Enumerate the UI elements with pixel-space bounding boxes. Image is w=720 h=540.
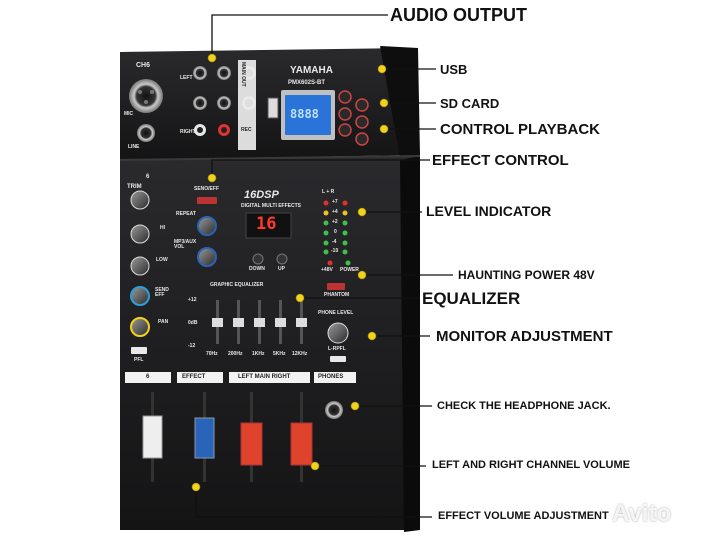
phones-label-strip bbox=[314, 372, 356, 383]
jack-label-strip bbox=[238, 60, 256, 150]
callout-level-indicator: LEVEL INDICATOR bbox=[426, 203, 552, 219]
dsp-up-button bbox=[276, 253, 288, 265]
main-out-label: MAIN OUT bbox=[240, 62, 246, 87]
level-step: 0 bbox=[334, 229, 337, 235]
level-leds bbox=[323, 200, 351, 266]
low-label: LOW bbox=[156, 257, 168, 263]
channel-knobs bbox=[130, 190, 150, 337]
left-main-right-label: LEFT MAIN RIGHT bbox=[238, 374, 291, 380]
mp3-aux-vol-label: MP3/AUX VOL bbox=[174, 239, 197, 250]
hi-label: HI bbox=[160, 225, 165, 231]
eq-band: 70Hz bbox=[206, 351, 218, 357]
ch-number-top: 6 bbox=[146, 174, 150, 180]
dsp-title: 16DSP bbox=[244, 189, 279, 201]
line-label: LINE bbox=[128, 144, 140, 150]
phantom-label: PHANTOM bbox=[324, 292, 350, 298]
eq-zero-label: 0dB bbox=[188, 320, 198, 326]
ch6-label-strip bbox=[125, 372, 171, 383]
eq-band: 200Hz bbox=[228, 351, 243, 357]
eq-sliders bbox=[212, 300, 307, 344]
l-rpfl-button bbox=[330, 356, 346, 362]
playback-buttons bbox=[338, 90, 369, 146]
out-right-label: RIGHT bbox=[180, 129, 196, 135]
callout-channel-volume: LEFT AND RIGHT CHANNEL VOLUME bbox=[432, 459, 630, 471]
pfl-button bbox=[131, 347, 147, 354]
upper-panel-right-edge bbox=[380, 46, 420, 158]
main-label-strip bbox=[229, 372, 310, 383]
usb-port bbox=[267, 97, 279, 119]
eq-band: 12KHz bbox=[292, 351, 308, 357]
down-label: DOWN bbox=[249, 266, 265, 272]
seno-eff-label: SENO/EFF bbox=[194, 186, 220, 192]
pfl-label: PFL bbox=[134, 357, 144, 363]
line-jack bbox=[137, 124, 155, 142]
eq-band: 5KHz bbox=[273, 351, 286, 357]
eq-band: 1KHz bbox=[252, 351, 265, 357]
dsp-down-button bbox=[252, 253, 264, 265]
effect-knobs bbox=[197, 197, 217, 267]
faders bbox=[142, 392, 313, 482]
mic-label: MIC bbox=[124, 111, 134, 117]
phantom-button bbox=[327, 283, 345, 290]
level-step: +2 bbox=[332, 219, 338, 225]
eq-plus-label: +12 bbox=[188, 297, 197, 303]
callout-phantom-power: HAUNTING POWER 48V bbox=[458, 268, 595, 282]
ch6-label: CH6 bbox=[136, 62, 151, 69]
callout-dots bbox=[191, 53, 389, 492]
phone-level-label: PHONE LEVEL bbox=[318, 310, 354, 316]
headphone-jack bbox=[325, 401, 343, 419]
leader-lines bbox=[195, 14, 453, 518]
model-label: PMX602S-BT bbox=[288, 80, 326, 86]
lcd-screen bbox=[285, 95, 331, 135]
callout-sd-card: SD CARD bbox=[440, 96, 500, 111]
level-step: -4 bbox=[332, 239, 337, 245]
xlr-jack bbox=[129, 79, 163, 113]
level-lr-label: L + R bbox=[322, 189, 335, 195]
dsp-display-digits: 16 bbox=[256, 214, 277, 234]
dsp-display bbox=[245, 212, 292, 239]
seno-button bbox=[197, 197, 217, 204]
lcd-text: 8888 bbox=[290, 107, 319, 121]
l-rpfl-label: L-RPFL bbox=[328, 346, 346, 352]
pan-label: PAN bbox=[158, 319, 169, 325]
lower-right-edge bbox=[400, 156, 420, 532]
callout-effect-volume: EFFECT VOLUME ADJUSTMENT bbox=[438, 510, 609, 522]
rec-label: REC bbox=[241, 127, 252, 133]
ch-number-bottom: 6 bbox=[146, 374, 150, 380]
graphic-eq-label: GRAPHIC EQUALIZER bbox=[210, 282, 264, 288]
callout-headphone-jack: CHECK THE HEADPHONE JACK. bbox=[437, 400, 611, 412]
out-left-label: LEFT bbox=[180, 75, 193, 81]
callout-equalizer: EQUALIZER bbox=[422, 289, 521, 308]
callout-effect-control: EFFECT CONTROL bbox=[432, 152, 569, 169]
phone-level-knob bbox=[327, 322, 349, 344]
brand-label: YAMAHA bbox=[290, 65, 333, 76]
power-label: POWER bbox=[340, 267, 359, 273]
effect-label-strip bbox=[177, 372, 223, 383]
avito-watermark: Avito bbox=[612, 500, 672, 527]
level-step: -10 bbox=[331, 248, 339, 254]
level-step: +7 bbox=[332, 199, 338, 205]
up-label: UP bbox=[278, 266, 285, 272]
trim-label: TRIM bbox=[127, 184, 142, 190]
effect-section-label: EFFECT bbox=[182, 374, 206, 380]
v48-label: +48V bbox=[321, 267, 333, 273]
panel-seam bbox=[119, 155, 421, 161]
callout-control-playback: CONTROL PLAYBACK bbox=[440, 121, 601, 138]
phones-section-label: PHONES bbox=[318, 374, 344, 380]
callout-monitor-adjustment: MONITOR ADJUSTMENT bbox=[436, 328, 613, 345]
callout-audio-output: AUDIO OUTPUT bbox=[390, 5, 527, 25]
callout-usb: USB bbox=[440, 62, 468, 77]
send-eff-label: SEND EFF bbox=[155, 287, 169, 298]
eq-minus-label: -12 bbox=[188, 343, 196, 349]
dsp-subtitle: DIGITAL MULTI EFFECTS bbox=[241, 203, 301, 209]
level-step: +4 bbox=[332, 209, 338, 215]
repeat-label: REPEAT bbox=[176, 211, 196, 217]
